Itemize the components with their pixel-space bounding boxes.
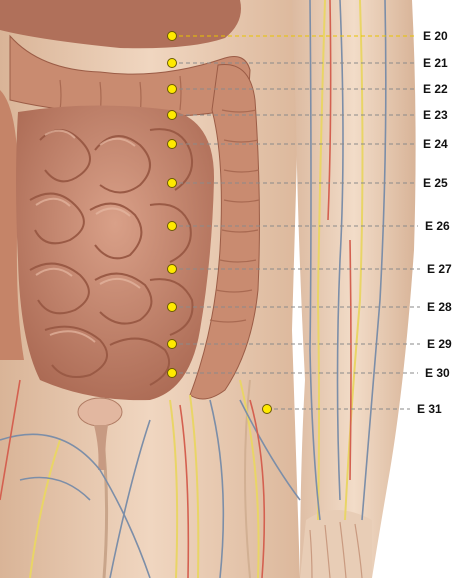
acupoint-label: E 27 [427, 262, 452, 276]
acupoint-marker [168, 140, 177, 149]
acupoint-marker [168, 179, 177, 188]
acupoint-label: E 28 [427, 300, 452, 314]
acupoint-label: E 25 [423, 176, 448, 190]
acupoint-label: E 30 [425, 366, 450, 380]
acupoint-label: E 22 [423, 82, 448, 96]
acupoint-label: E 24 [423, 137, 448, 151]
acupoint-label: E 29 [427, 337, 452, 351]
acupoint-marker [168, 111, 177, 120]
acupoint-marker [168, 85, 177, 94]
acupoint-label: E 20 [423, 29, 448, 43]
acupoint-marker [168, 222, 177, 231]
acupoint-label: E 26 [425, 219, 450, 233]
acupoint-marker [168, 303, 177, 312]
acupoint-marker [168, 340, 177, 349]
acupoint-marker [168, 265, 177, 274]
acupoint-label: E 31 [417, 402, 442, 416]
acupoint-label: E 21 [423, 56, 448, 70]
acupoint-marker [168, 59, 177, 68]
acupoint-label: E 23 [423, 108, 448, 122]
acupoint-marker [168, 32, 177, 41]
acupoint-marker [263, 405, 272, 414]
acupoint-marker [168, 369, 177, 378]
